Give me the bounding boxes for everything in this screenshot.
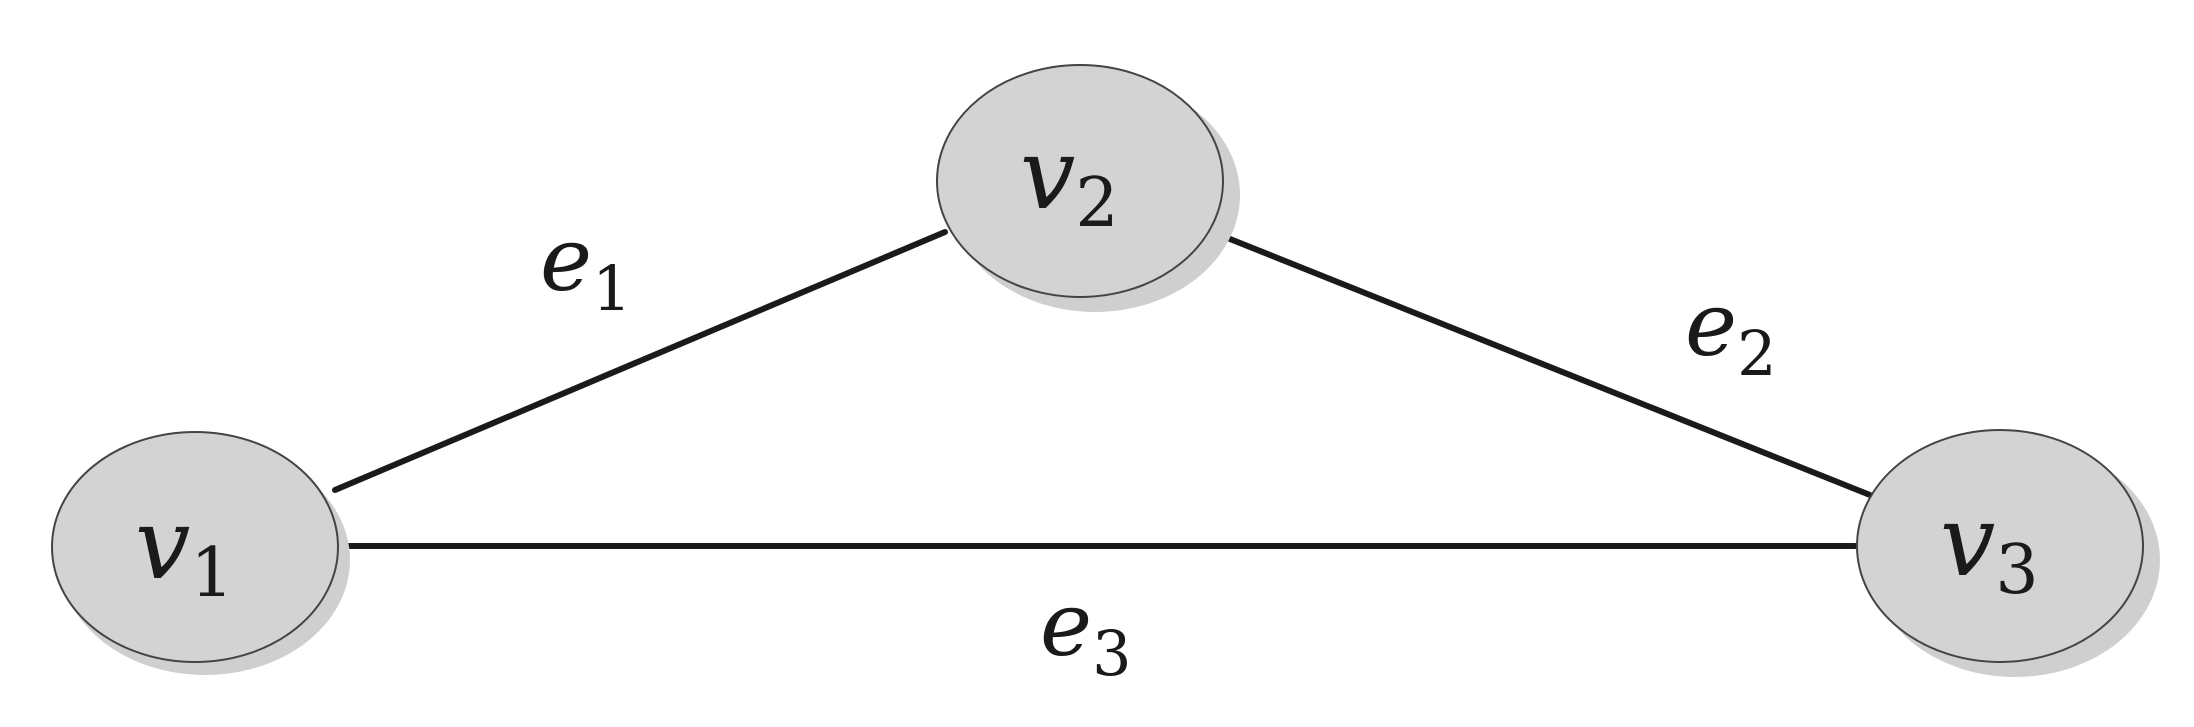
node-v1: v1 [51,431,350,675]
edge-labels: e1 e2 e3 [540,208,1777,690]
node-label-v3: v3 [1940,485,2039,610]
node-v2: v2 [936,64,1240,312]
node-v3: v3 [1856,429,2160,677]
node-label-v1: v1 [135,488,234,613]
edge-label-e2: e2 [1685,273,1777,390]
node-ellipse [51,431,339,663]
edge-label-e1: e1 [540,208,632,325]
edge-e1 [332,229,948,493]
node-label-v2: v2 [1020,118,1119,243]
node-ellipse [936,64,1224,298]
edge-label-e3: e3 [1040,573,1132,690]
edges [332,229,1873,549]
node-ellipse [1856,429,2144,663]
edge-e2 [1212,230,1873,498]
